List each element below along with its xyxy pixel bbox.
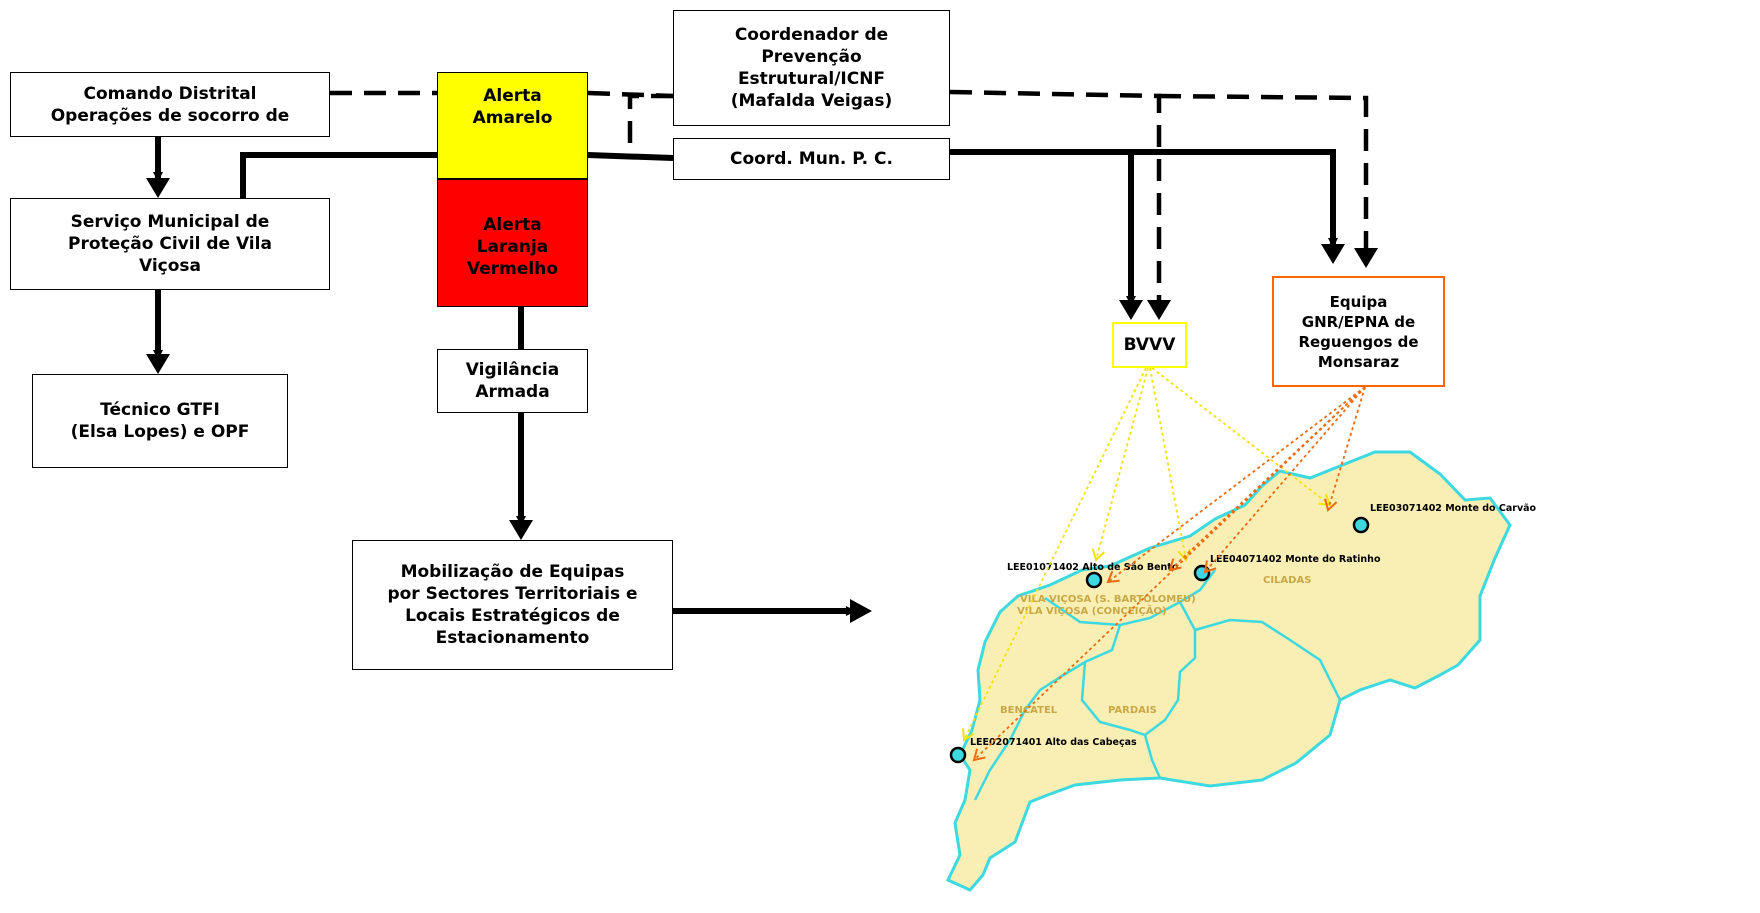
connector-coord-mun-to-equipa [1131, 149, 1338, 248]
municipality-map: VILA VIÇOSA (S. BARTOLOMEU) VILA VIÇOSA … [945, 367, 1537, 892]
dashed-coordenador-to-equipa [1158, 93, 1369, 252]
post-label: LEE01071402 Alto de São Bento [1007, 562, 1179, 573]
parish-label: PARDAIS [1108, 705, 1157, 716]
mobilizacao-equipas-box: Mobilização de Equipas por Sectores Terr… [352, 540, 673, 670]
post-marker-alto-sao-bento [1085, 571, 1103, 589]
coord-mun-pc-box: Coord. Mun. P. C. [673, 138, 950, 180]
connector-coord-mun-to-bvvv [950, 149, 1136, 306]
dashed-arrowheads [1147, 248, 1378, 320]
tecnico-gtfi-box: Técnico GTFI (Elsa Lopes) e OPF [32, 374, 288, 468]
post-marker-alto-cabecas [949, 746, 967, 764]
dashed-coordenador-to-bvvv [949, 89, 1162, 304]
post-marker-monte-carvao [1352, 516, 1370, 534]
bvvv-assign-arrow [1091, 367, 1149, 562]
comando-distrital-box: Comando Distrital Operações de socorro d… [10, 72, 330, 137]
vigilancia-armada-box: Vigilância Armada [437, 349, 588, 413]
alerta-laranja-vermelho-box: Alerta Laranja Vermelho [437, 179, 588, 307]
bvvv-assign-arrow [1149, 367, 1191, 562]
post-label: LEE03071402 Monte do Carvão [1370, 503, 1537, 514]
dashed-coordenador-to-coord-mun [627, 93, 673, 155]
parish-label: VILA VIÇOSA (CONCEIÇÃO) [1017, 604, 1167, 617]
bvvv-box: BVVV [1112, 322, 1187, 368]
equipa-assign-arrow [972, 386, 1366, 762]
equipa-gnr-epna-box: Equipa GNR/EPNA de Reguengos de Monsaraz [1272, 276, 1445, 387]
equipa-assign-arrow [1203, 386, 1366, 574]
bvvv-assign-arrow [1151, 367, 1332, 507]
connector-amarelo-to-coord-mun [587, 152, 674, 161]
parish-label: CILADAS [1263, 575, 1311, 586]
post-label: LEE02071401 Alto das Cabeças [970, 737, 1137, 748]
solid-connectors [153, 137, 1338, 616]
dashed-connectors [330, 89, 1369, 304]
solid-arrowheads [146, 178, 1345, 623]
coordenador-prevencao-box: Coordenador de Prevenção Estrutural/ICNF… [673, 10, 950, 126]
post-marker-monte-ratinho [1193, 564, 1211, 582]
parish-label: VILA VIÇOSA (S. BARTOLOMEU) [1020, 594, 1196, 605]
post-label: LEE04071402 Monte do Ratinho [1210, 554, 1381, 565]
connector-amarelo-to-servico [240, 152, 437, 198]
servico-municipal-box: Serviço Municipal de Proteção Civil de V… [10, 198, 330, 290]
alerta-amarelo-box: Alerta Amarelo [437, 72, 588, 179]
parish-label: BENCATEL [1000, 705, 1058, 716]
map-outline [945, 450, 1512, 892]
